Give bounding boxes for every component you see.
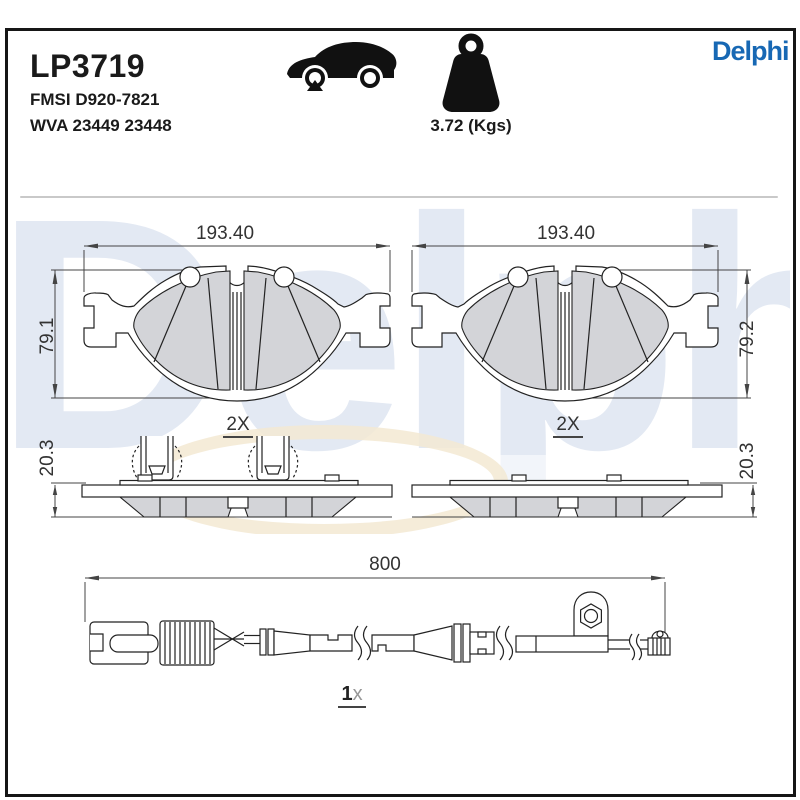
sensor-qty: 1x: [330, 683, 374, 708]
car-front-axle-icon: [287, 42, 397, 91]
weight-kettlebell-icon: [442, 33, 500, 112]
right-pad-height-dim: 79.2: [737, 320, 758, 358]
right-pad-width-dim: 193.40: [536, 223, 596, 244]
wear-sensor-drawing: [84, 575, 671, 666]
weight-value: 3.72 (Kgs): [430, 116, 512, 135]
wva-reference: WVA 23449 23448: [30, 116, 172, 135]
left-pad-front-view: [51, 243, 391, 402]
left-pad-thickness-dim: 20.3: [37, 439, 58, 477]
left-clip-qty: 2X: [208, 414, 268, 438]
spring-clip: [131, 436, 183, 481]
right-pad-edge-view: [411, 474, 757, 518]
section-divider: [20, 196, 778, 198]
left-pad-edge-view: [51, 436, 393, 518]
left-pad-width-dim: 193.40: [195, 223, 255, 244]
sensor-length-dim: 800: [369, 554, 401, 575]
fmsi-reference: FMSI D920-7821: [30, 90, 160, 109]
front-axle-marker: [307, 80, 323, 91]
spring-clip: [247, 436, 299, 481]
right-clip-qty: 2X: [538, 414, 598, 438]
right-pad-thickness-dim: 20.3: [737, 442, 758, 480]
sensor-boot: [159, 620, 215, 666]
right-pad-front-view: [411, 243, 751, 402]
part-number: LP3719: [30, 48, 146, 84]
brand-logo: Delphi: [712, 36, 790, 66]
left-pad-height-dim: 79.1: [37, 317, 58, 355]
